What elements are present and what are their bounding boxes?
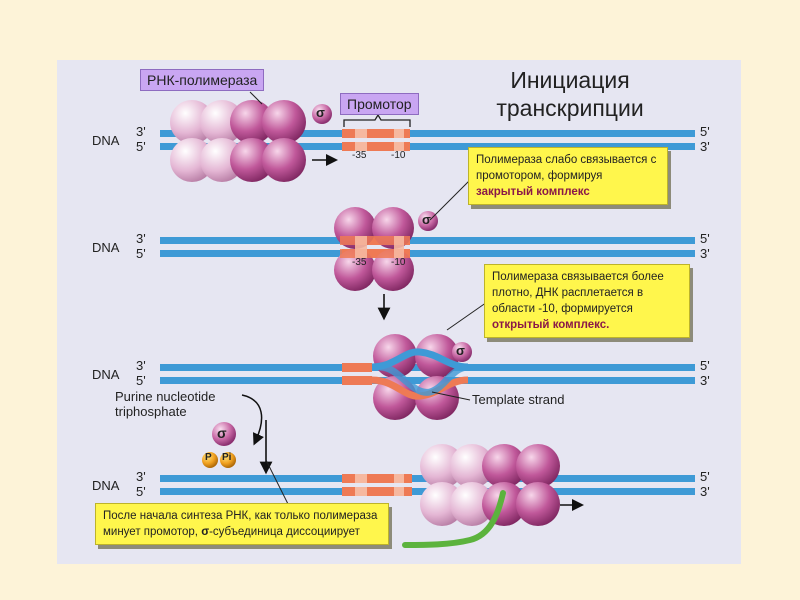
- callout-closed-text: Полимераза слабо связывается с промоторо…: [476, 154, 657, 182]
- diagram-title: Инициация транскрипции: [470, 66, 670, 122]
- phosphate-p-label: P: [205, 452, 212, 463]
- end-5-right-4: 5': [700, 469, 710, 484]
- end-3-right-4: 3': [700, 484, 710, 499]
- template-pointer: [431, 391, 471, 401]
- callout-open-bold: открытый комплекс.: [492, 319, 610, 331]
- dna-label-3: DNA: [92, 367, 120, 382]
- title-line-2: транскрипции: [496, 95, 644, 121]
- end-3-left-4: 3': [136, 469, 146, 484]
- minus10-label-1: -10: [391, 150, 406, 161]
- end-3-right-3: 3': [700, 373, 710, 388]
- title-line-1: Инициация: [510, 67, 630, 93]
- sigma-label-1: σ: [316, 105, 325, 120]
- minus10-label-2: -10: [391, 257, 406, 268]
- rna-polymerase-tag: РНК-полимераза: [140, 69, 265, 91]
- callout-dissociate-tail: -субъединица диссоциирует: [209, 526, 360, 538]
- end-5-left-2: 5': [136, 246, 146, 261]
- callout-dissociate-text: После начала синтеза РНК, как только пол…: [103, 510, 378, 538]
- callout-sigma-dissociates: После начала синтеза РНК, как только пол…: [95, 503, 389, 545]
- rna-strand: [402, 490, 506, 548]
- phosphate-pi-label: Pi: [222, 452, 232, 463]
- purine-label: Purine nucleotide triphosphate: [115, 389, 215, 419]
- curved-arrow: [241, 394, 264, 446]
- minus35-label-1: -35: [352, 150, 367, 161]
- end-5-right-3: 5': [700, 358, 710, 373]
- end-3-left-1: 3': [136, 124, 146, 139]
- dna-label-2: DNA: [92, 240, 120, 255]
- end-5-right-1: 5': [700, 124, 710, 139]
- polymerase-row-3: [371, 334, 472, 420]
- callout-closed-bold: закрытый комплекс: [476, 186, 590, 198]
- template-strand-label: Template strand: [472, 392, 565, 407]
- sigma-label-2: σ: [422, 212, 431, 227]
- minus35-label-2: -35: [352, 257, 367, 268]
- end-5-left-3: 5': [136, 373, 146, 388]
- callout-dissociate-sigma: σ: [201, 526, 210, 538]
- end-5-left-1: 5': [136, 139, 146, 154]
- polymerase-row-2: [334, 207, 438, 291]
- polymerase-row-1: [170, 100, 338, 182]
- phosphate-p: [202, 452, 218, 468]
- end-5-right-2: 5': [700, 231, 710, 246]
- sigma-released: [212, 422, 236, 446]
- promoter-bracket: [343, 113, 411, 127]
- end-3-left-3: 3': [136, 358, 146, 373]
- sigma-label-released: σ: [217, 425, 227, 441]
- end-3-left-2: 3': [136, 231, 146, 246]
- dna-label-4: DNA: [92, 478, 120, 493]
- dna-label-1: DNA: [92, 133, 120, 148]
- callout-open-text: Полимераза связывается более плотно, ДНК…: [492, 271, 664, 315]
- end-3-right-2: 3': [700, 246, 710, 261]
- purine-line-2: triphosphate: [115, 404, 187, 419]
- dna-row-1: [160, 129, 695, 151]
- callout-open-complex: Полимераза связывается более плотно, ДНК…: [484, 264, 690, 338]
- phosphate-pi: [220, 452, 236, 468]
- end-3-right-1: 3': [700, 139, 710, 154]
- callout-closed-complex: Полимераза слабо связывается с промоторо…: [468, 147, 668, 205]
- promoter-tag: Промотор: [340, 93, 419, 115]
- sigma-label-3: σ: [456, 343, 465, 358]
- end-5-left-4: 5': [136, 484, 146, 499]
- polymerase-row-4: [420, 444, 584, 526]
- purine-line-1: Purine nucleotide: [115, 389, 216, 404]
